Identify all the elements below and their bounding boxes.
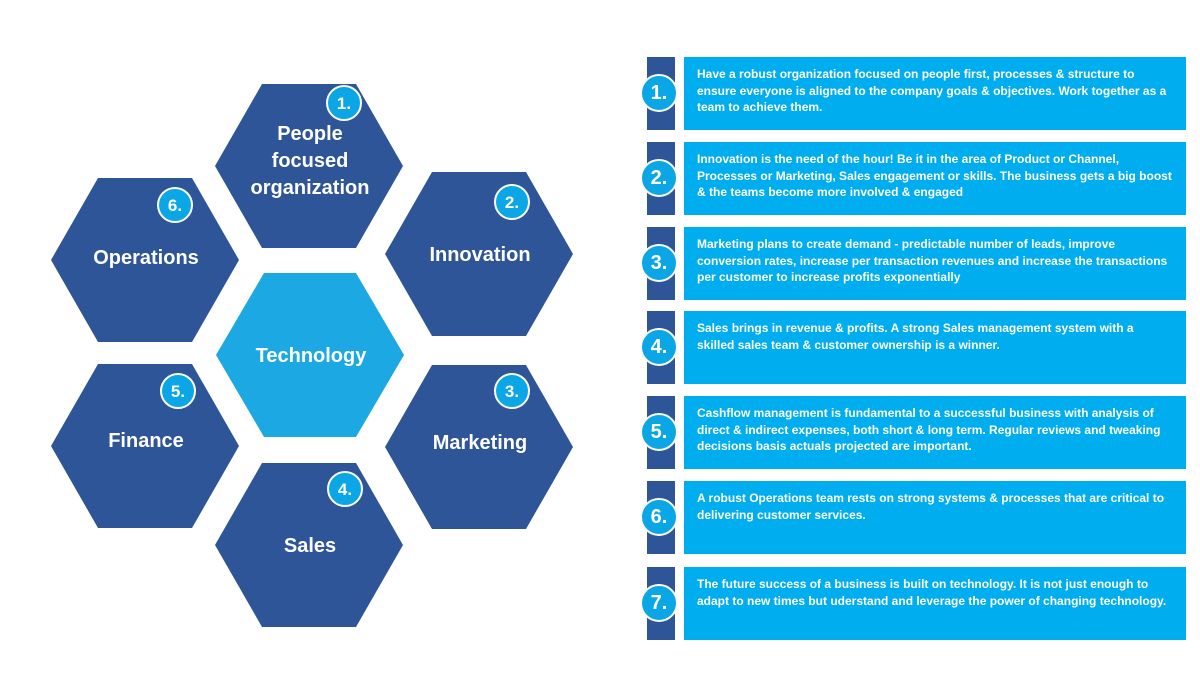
svg-text:5.: 5. (171, 382, 185, 401)
hex-innovation: Innovation 2. (385, 172, 573, 336)
point-row-3: 3. Marketing plans to create demand - pr… (640, 227, 1186, 300)
hex-badge-innovation: 2. (494, 184, 530, 220)
point-row-2: 2. Innovation is the need of the hour! B… (640, 142, 1186, 215)
point-row-6: 6. A robust Operations team rests on str… (640, 481, 1186, 554)
point-number-badge: 3. (640, 244, 678, 282)
point-row-1: 1. Have a robust organization focused on… (640, 57, 1186, 130)
hex-operations: Operations 6. (51, 178, 239, 342)
hex-label-people-line1: People (277, 123, 343, 145)
point-text: The future success of a business is buil… (684, 567, 1186, 640)
point-number-badge: 4. (640, 328, 678, 366)
point-row-5: 5. Cashflow management is fundamental to… (640, 396, 1186, 469)
hex-label-operations: Operations (93, 247, 199, 269)
hex-badge-sales: 4. (327, 471, 363, 507)
hex-badge-people: 1. (326, 85, 362, 121)
point-text: Innovation is the need of the hour! Be i… (684, 142, 1186, 215)
hex-label-marketing: Marketing (433, 432, 527, 454)
hex-label-sales: Sales (284, 535, 336, 557)
svg-text:3.: 3. (505, 382, 519, 401)
hex-label-people-line2: focused (272, 150, 349, 172)
svg-text:1.: 1. (337, 94, 351, 113)
hex-badge-marketing: 3. (494, 373, 530, 409)
point-row-4: 4. Sales brings in revenue & profits. A … (640, 311, 1186, 384)
point-number-badge: 1. (640, 74, 678, 112)
hex-label-people-line3: organization (251, 177, 370, 199)
point-number-badge: 2. (640, 159, 678, 197)
point-text: Sales brings in revenue & profits. A str… (684, 311, 1186, 384)
point-text: Have a robust organization focused on pe… (684, 57, 1186, 130)
hex-label-innovation: Innovation (429, 244, 530, 266)
svg-text:6.: 6. (168, 196, 182, 215)
point-number-badge: 5. (640, 413, 678, 451)
hex-technology-center: Technology (216, 273, 404, 437)
hex-marketing: Marketing 3. (385, 365, 573, 529)
hex-people: People focused organization 1. (215, 84, 403, 248)
point-number-badge: 7. (640, 584, 678, 622)
svg-text:2.: 2. (505, 193, 519, 212)
point-text: Marketing plans to create demand - predi… (684, 227, 1186, 300)
point-number-badge: 6. (640, 498, 678, 536)
hex-sales: Sales 4. (215, 463, 403, 627)
hex-label-finance: Finance (108, 430, 184, 452)
hexagon-diagram: People focused organization 1. Innovatio… (51, 84, 573, 627)
hex-badge-operations: 6. (157, 187, 193, 223)
svg-text:4.: 4. (338, 480, 352, 499)
hex-finance: Finance 5. (51, 364, 239, 528)
point-text: Cashflow management is fundamental to a … (684, 396, 1186, 469)
point-row-7: 7. The future success of a business is b… (640, 567, 1186, 640)
point-text: A robust Operations team rests on strong… (684, 481, 1186, 554)
hex-label-technology: Technology (256, 345, 368, 367)
hex-badge-finance: 5. (160, 373, 196, 409)
